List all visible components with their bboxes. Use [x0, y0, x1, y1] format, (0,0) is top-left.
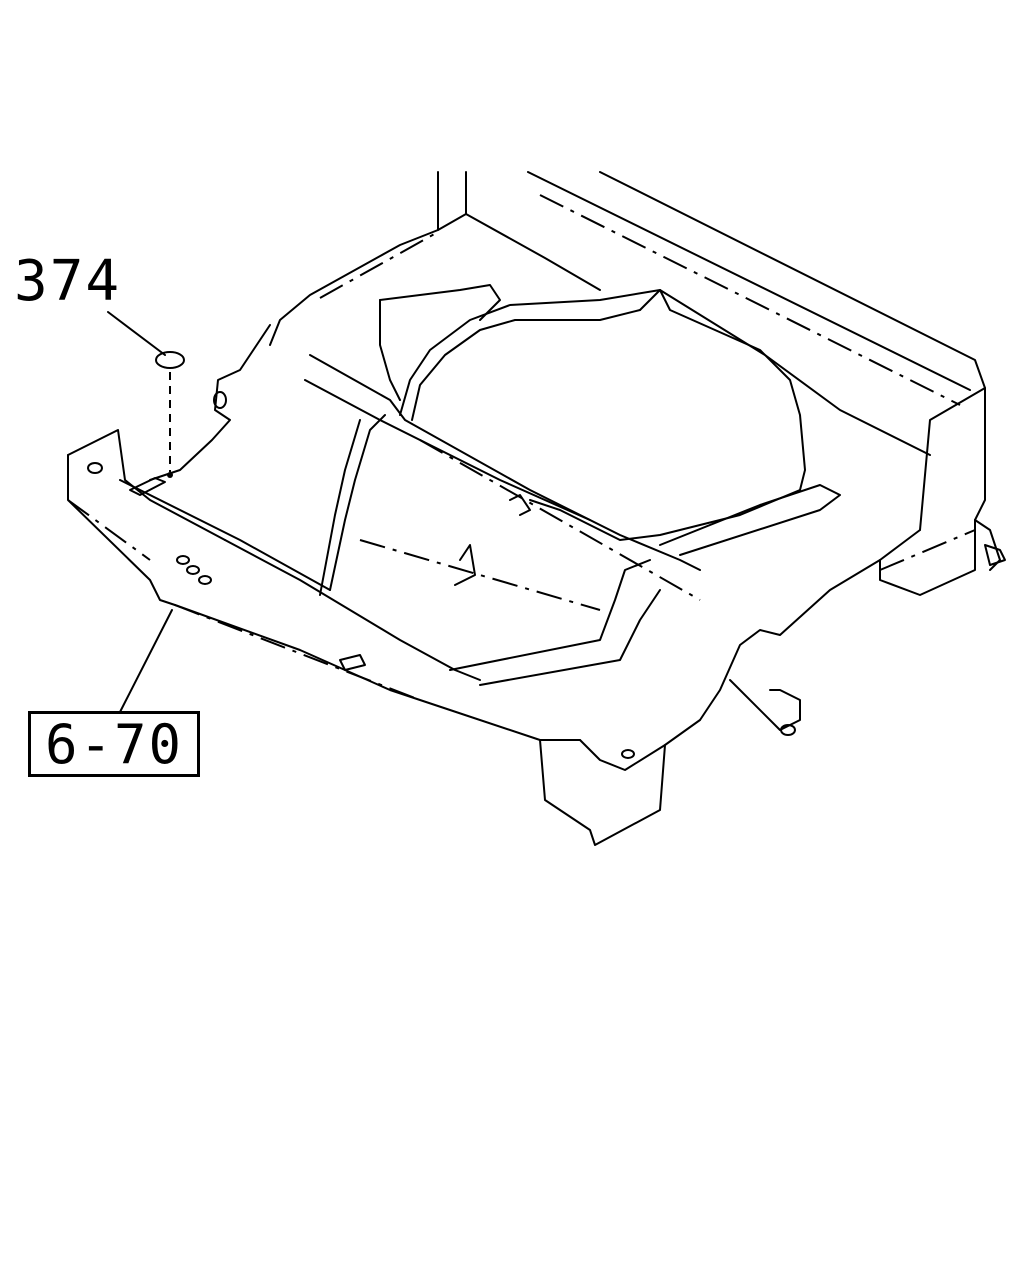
reference-label: 6-70: [44, 712, 184, 776]
leader-lines: [107, 311, 185, 713]
leader-374: [107, 311, 166, 356]
grommet-position: [167, 472, 173, 478]
part-number-label[interactable]: 374: [14, 249, 122, 314]
brackets: [87, 391, 1006, 759]
leader-6-70: [119, 609, 173, 713]
spare-tire-well: [379, 284, 841, 556]
reference-box[interactable]: 6-70: [28, 711, 200, 777]
rear-rails: [437, 171, 986, 456]
grommet-374-icon: [155, 351, 185, 369]
floor-outline: [67, 229, 1001, 846]
cross-members: [304, 354, 701, 686]
